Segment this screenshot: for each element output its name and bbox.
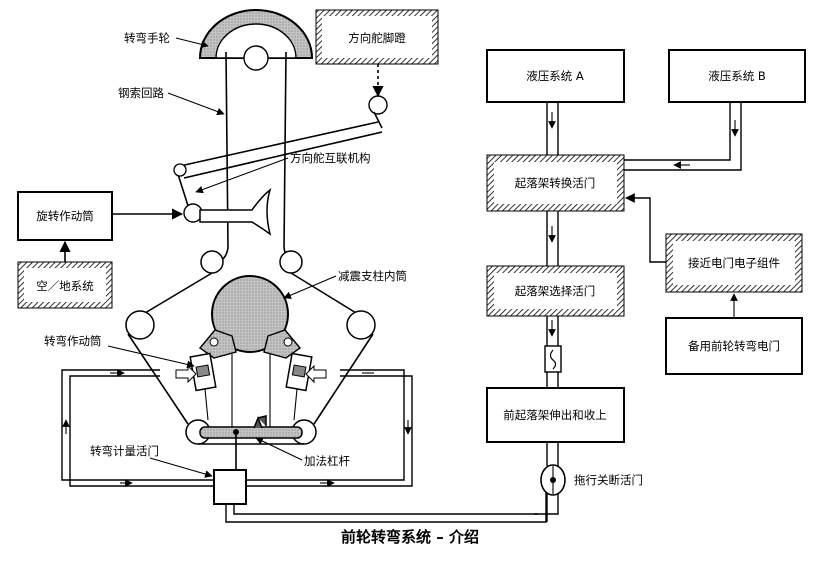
nose-gear-extend-retract-box xyxy=(486,387,625,443)
steering-actuator-right xyxy=(285,352,313,421)
rotary-actuator-label: 旋转作动筒 xyxy=(36,209,94,223)
steering-actuator-label: 转弯作动筒 xyxy=(44,334,102,348)
tiller-label: 转弯手轮 xyxy=(124,31,170,45)
cable-loop-label: 钢索回路 xyxy=(118,86,164,100)
air-ground-system-label: 空／地系统 xyxy=(36,279,94,293)
cable-loop xyxy=(125,51,376,445)
hydraulic-system-a-label: 液压系统 A xyxy=(526,69,584,83)
steering-hydraulic-lines xyxy=(61,369,547,523)
nose-gear-extend-retract-label: 前起落架伸出和收上 xyxy=(503,408,607,422)
hydraulic-system-a-box xyxy=(486,49,625,103)
flow-arrow-left xyxy=(175,364,197,384)
hydraulic-system-b-label: 液压系统 B xyxy=(708,69,766,83)
gear-selector-valve-label: 起落架选择活门 xyxy=(515,284,596,298)
steering-actuator-left xyxy=(189,352,217,421)
alternate-steering-switch-box xyxy=(665,317,803,375)
bellcrank xyxy=(199,188,272,236)
steering-metering-valve xyxy=(213,469,247,505)
alternate-steering-switch-label: 备用前轮转弯电门 xyxy=(688,339,780,353)
flow-arrow-right xyxy=(305,364,327,384)
shock-strut-inner-cylinder xyxy=(198,275,302,359)
hydraulic-system-b-box xyxy=(668,49,806,103)
shock-strut-label: 减震支柱内筒 xyxy=(338,269,407,283)
metering-valve-label: 转弯计量活门 xyxy=(90,444,159,458)
rudder-interconnect-label: 方向舵互联机构 xyxy=(290,151,371,165)
rudder-interconnect-linkage xyxy=(173,58,388,223)
rotary-actuator-box xyxy=(17,191,113,241)
tiller-wheel xyxy=(198,9,314,71)
rudder-pedals-label: 方向舵脚蹬 xyxy=(348,31,406,45)
summing-lever-label: 加法杠杆 xyxy=(304,454,350,468)
summing-lever xyxy=(199,415,303,470)
hydraulic-supply-lines xyxy=(534,102,742,522)
proximity-switch-label: 接近电门电子组件 xyxy=(688,256,780,270)
gear-transfer-valve-label: 起落架转换活门 xyxy=(515,176,596,190)
diagram-title: 前轮转弯系统 – 介绍 xyxy=(341,528,479,546)
towing-shutoff-valve xyxy=(540,464,566,496)
towing-shutoff-valve-label: 拖行关断活门 xyxy=(574,473,643,487)
